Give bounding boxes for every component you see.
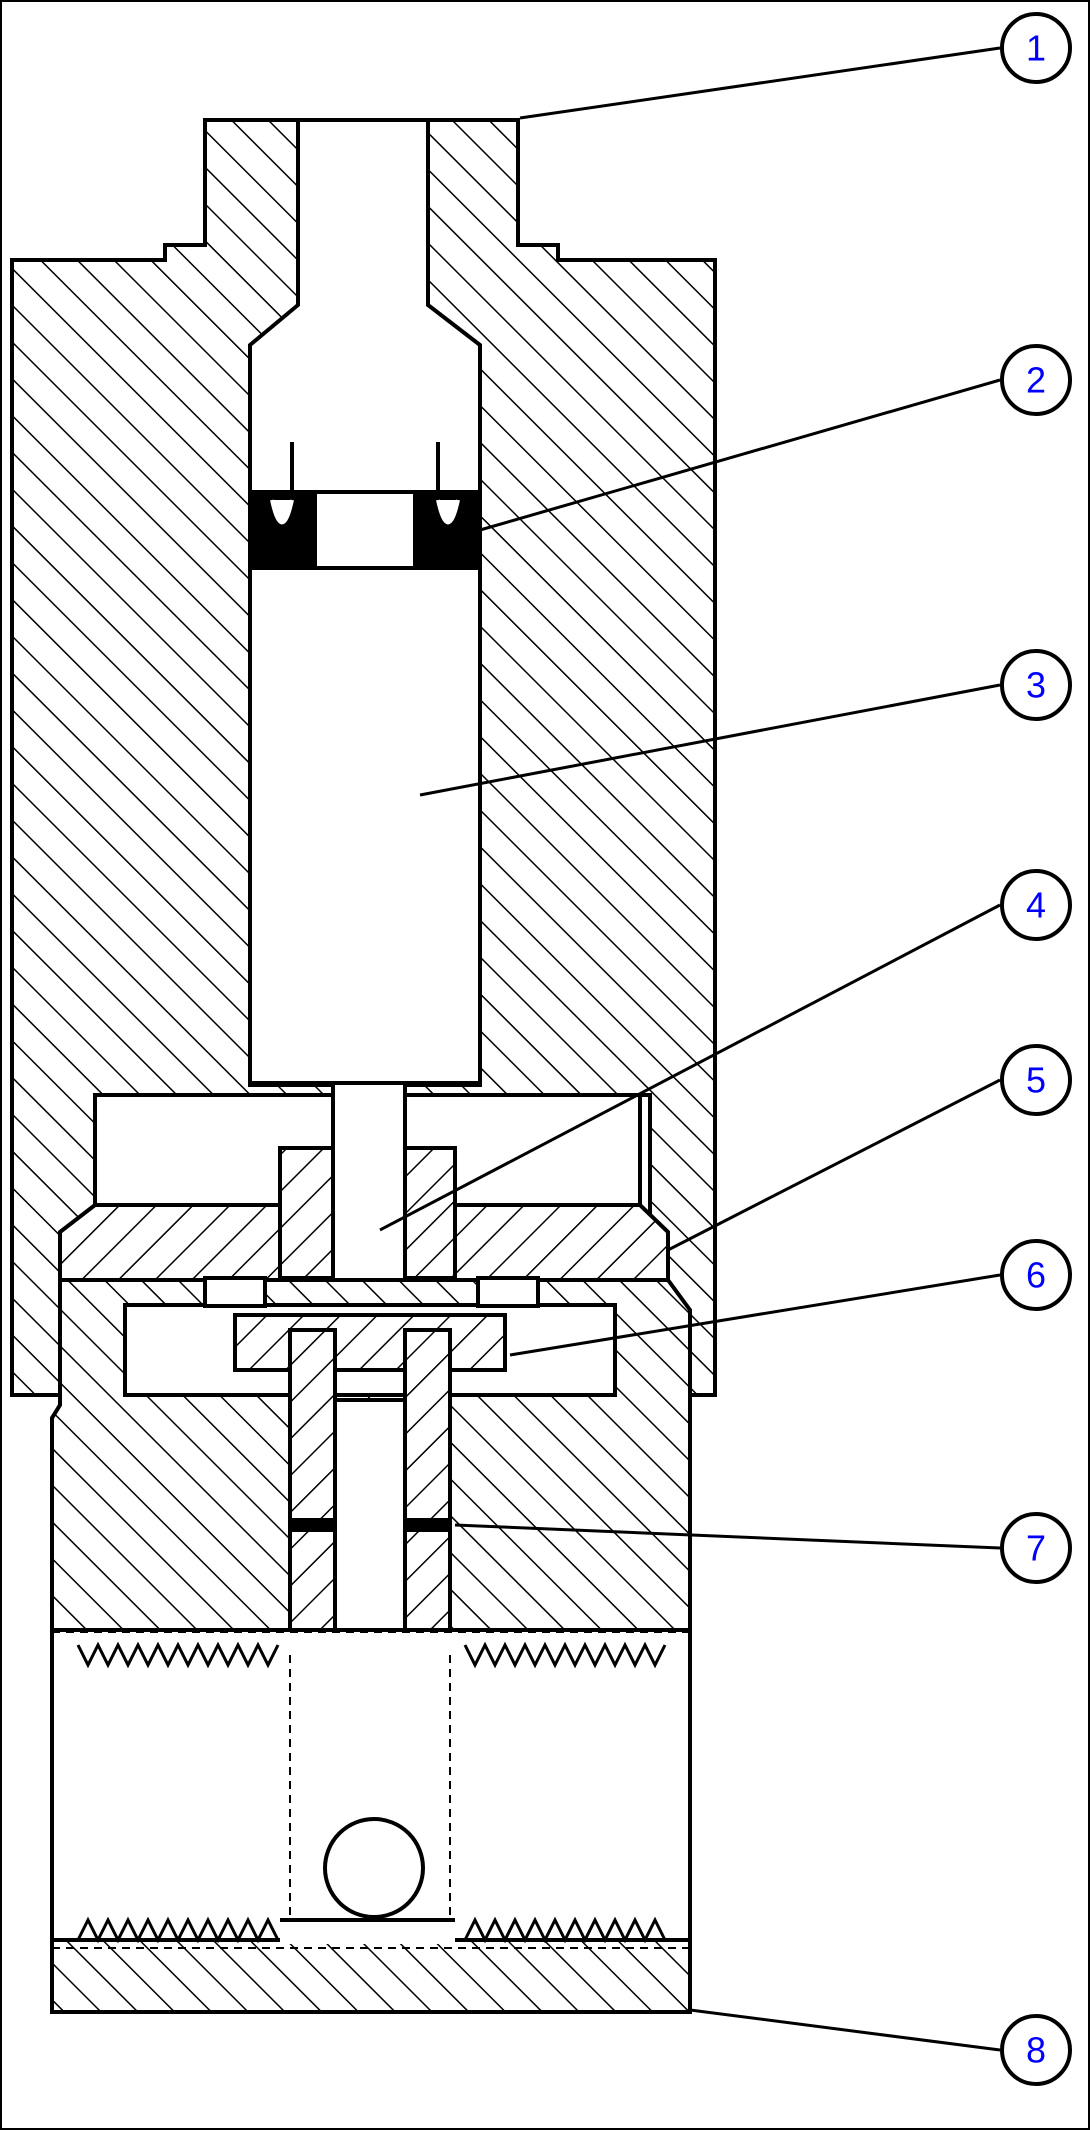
piston-part bbox=[248, 566, 482, 1085]
svg-text:3: 3 bbox=[1026, 665, 1046, 706]
svg-text:2: 2 bbox=[1026, 360, 1046, 401]
callout-8: 8 bbox=[1000, 2014, 1072, 2086]
callout-3: 3 bbox=[1000, 649, 1072, 721]
callout-6: 6 bbox=[1000, 1239, 1072, 1311]
svg-text:1: 1 bbox=[1026, 28, 1046, 69]
svg-text:5: 5 bbox=[1026, 1060, 1046, 1101]
leader-lines bbox=[379, 46, 1001, 2052]
callout-4: 4 bbox=[1000, 869, 1072, 941]
callout-1: 1 bbox=[1000, 12, 1072, 84]
svg-text:8: 8 bbox=[1026, 2030, 1046, 2071]
callout-7: 7 bbox=[1000, 1512, 1072, 1584]
end-cap bbox=[50, 1628, 692, 2014]
callout-5: 5 bbox=[1000, 1044, 1072, 1116]
lower-body bbox=[50, 1276, 692, 1657]
svg-text:6: 6 bbox=[1026, 1255, 1046, 1296]
svg-text:7: 7 bbox=[1026, 1528, 1046, 1569]
callouts: 1 2 3 4 5 6 7 8 bbox=[1000, 12, 1072, 2086]
ball-check bbox=[323, 1817, 425, 1919]
callout-2: 2 bbox=[1000, 344, 1072, 416]
svg-text:4: 4 bbox=[1026, 885, 1046, 926]
